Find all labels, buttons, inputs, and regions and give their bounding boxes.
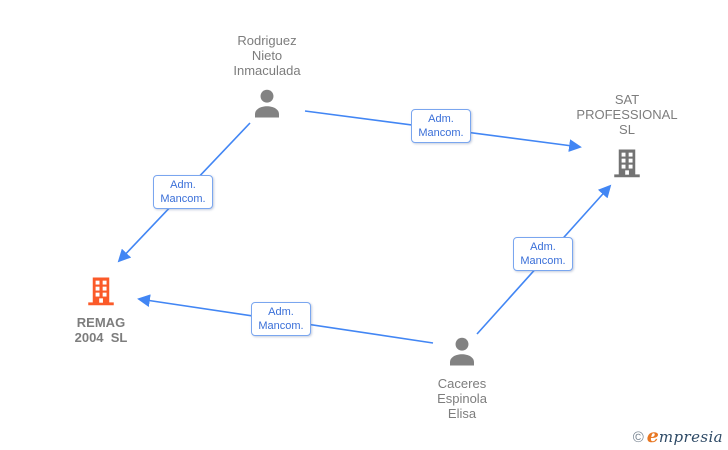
node-label-line: 2004 SL <box>74 330 128 345</box>
node-label-line: Inmaculada <box>233 63 301 78</box>
building-icon[interactable] <box>83 273 119 309</box>
edge-label-caceres-espinola-elisa-to-remag-2004-sl[interactable]: Adm. Mancom. <box>251 302 311 336</box>
edge-label-caceres-espinola-elisa-to-sat-professional-sl[interactable]: Adm. Mancom. <box>513 237 573 271</box>
node-label-line: REMAG <box>76 315 126 330</box>
edge-label-rodriguez-nieto-inmaculada-to-remag-2004-sl[interactable]: Adm. Mancom. <box>153 175 213 209</box>
building-icon[interactable] <box>609 145 645 181</box>
node-label-line: SAT <box>614 92 640 107</box>
copyright-symbol: © <box>632 429 644 446</box>
empresia-logo: empresia <box>646 425 723 447</box>
node-label-line: Espinola <box>437 391 487 406</box>
node-label-line: SL <box>619 122 635 137</box>
node-label-line: Elisa <box>447 406 477 421</box>
node-label-line: Nieto <box>251 48 283 63</box>
node-label-line: PROFESSIONAL <box>576 107 678 122</box>
edge-label-rodriguez-nieto-inmaculada-to-sat-professional-sl[interactable]: Adm. Mancom. <box>411 109 471 143</box>
watermark[interactable]: © empresia <box>633 425 723 447</box>
node-label-line: Caceres <box>437 376 487 391</box>
person-icon[interactable] <box>249 86 285 122</box>
node-label-line: Rodriguez <box>237 33 297 48</box>
person-icon[interactable] <box>444 334 480 370</box>
